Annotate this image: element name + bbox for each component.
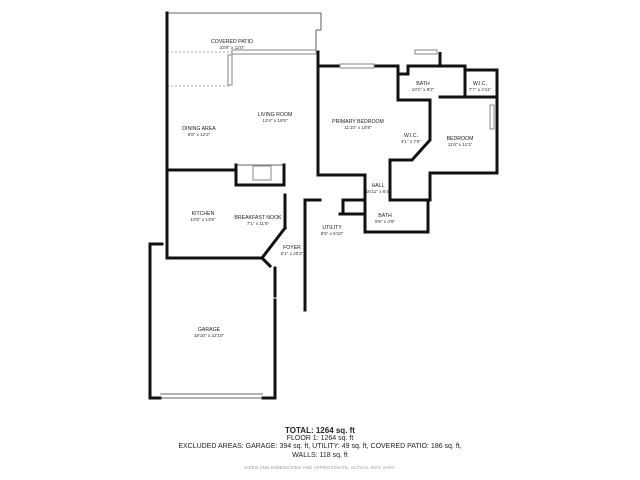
room-dims-hall: 16'11" x 6'4" bbox=[366, 189, 391, 194]
room-label-breakfast-nook: BREAKFAST NOOK bbox=[234, 215, 282, 221]
room-labels: COVERED PATIO 23'8" x 11'0" LIVING ROOM … bbox=[182, 39, 491, 338]
room-dims-utility: 8'6" x 6'10" bbox=[321, 231, 344, 236]
room-label-utility: UTILITY bbox=[322, 225, 342, 231]
room-label-dining-area: DINING AREA bbox=[182, 126, 216, 132]
room-dims-dining-area: 9'8" x 12'2" bbox=[188, 132, 211, 137]
room-label-garage: GARAGE bbox=[198, 327, 221, 333]
room-dims-foyer: 6'1" x 20'2" bbox=[281, 251, 304, 256]
footer-disclaimer: SIZES AND DIMENSIONS ARE APPROXIMATE, AC… bbox=[244, 465, 396, 470]
room-label-bedroom: BEDROOM bbox=[447, 136, 474, 142]
room-dims-bath-primary: 10'1" x 8'2" bbox=[412, 87, 435, 92]
room-dims-primary-bedroom: 11'10" x 18'8" bbox=[344, 125, 372, 130]
room-label-bath-hall: BATH bbox=[378, 213, 392, 219]
room-label-wic-lower: W.I.C. bbox=[404, 133, 418, 139]
room-dims-breakfast-nook: 7'1" x 11'6" bbox=[247, 221, 270, 226]
footer-excluded-areas: EXCLUDED AREAS: GARAGE: 394 sq. ft, UTIL… bbox=[178, 443, 462, 450]
room-label-kitchen: KITCHEN bbox=[192, 211, 215, 217]
room-label-covered-patio: COVERED PATIO bbox=[211, 39, 253, 45]
footer-total-area: TOTAL: 1264 sq. ft bbox=[285, 426, 355, 435]
room-label-bath-primary: BATH bbox=[416, 81, 430, 87]
room-dims-covered-patio: 23'8" x 11'0" bbox=[220, 45, 245, 50]
room-dims-wic-upper: 7'7" x 4'11" bbox=[469, 87, 492, 92]
room-label-hall: HALL bbox=[372, 183, 385, 189]
room-dims-wic-lower: 4'1" x 7'6" bbox=[401, 139, 421, 144]
windows bbox=[227, 49, 495, 181]
room-label-foyer: FOYER bbox=[283, 245, 301, 251]
footer-walls-area: WALLS: 118 sq. ft bbox=[292, 452, 348, 459]
walls bbox=[148, 11, 499, 400]
room-dims-garage: 18'10" x 22'10" bbox=[194, 333, 225, 338]
room-label-primary-bedroom: PRIMARY BEDROOM bbox=[332, 119, 384, 125]
room-dims-bath-hall: 9'8" x 4'9" bbox=[375, 219, 395, 224]
room-dims-living-room: 13'4" x 19'5" bbox=[262, 118, 288, 123]
footer-floor-area: FLOOR 1: 1264 sq. ft bbox=[286, 435, 354, 442]
room-label-wic-upper: W.I.C. bbox=[473, 81, 487, 87]
room-dims-kitchen: 10'5" x 13'8" bbox=[190, 217, 216, 222]
room-dims-bedroom: 11'6" x 11'1" bbox=[448, 142, 473, 147]
room-label-living-room: LIVING ROOM bbox=[258, 112, 293, 118]
